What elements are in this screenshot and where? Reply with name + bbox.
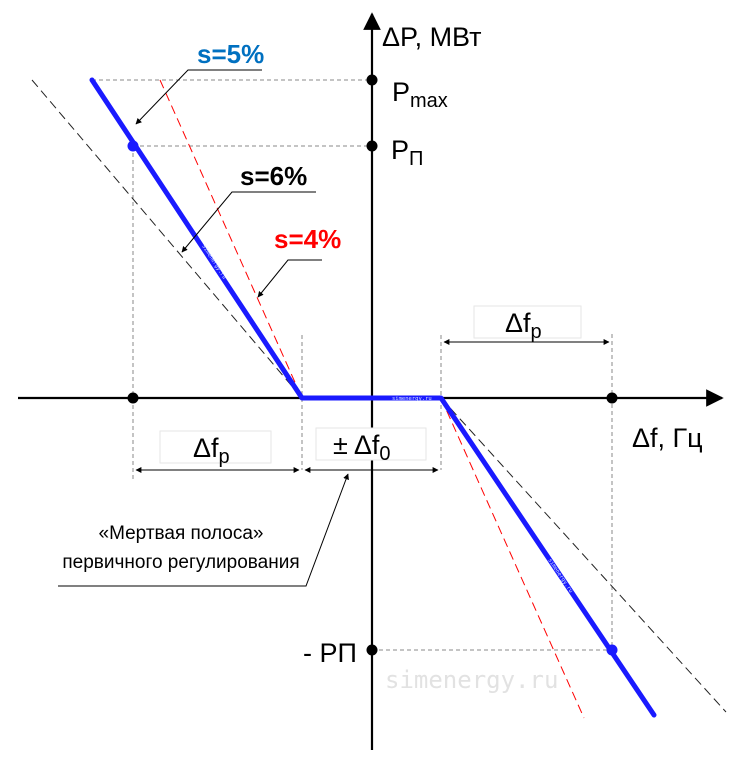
x-axis-label: Δf, Гц xyxy=(632,423,703,453)
s5-label: s=5% xyxy=(197,39,264,69)
watermark: simenergy.ru xyxy=(385,666,558,694)
line-watermark-mid: simenergy.ru xyxy=(392,396,432,402)
s4-droop-lines xyxy=(159,79,585,719)
s6-leader xyxy=(181,191,316,253)
pmax-label: Pmax xyxy=(392,77,448,112)
right-x-point xyxy=(606,392,618,404)
minus-pn-label: - PП xyxy=(303,638,357,668)
guide-lines xyxy=(92,79,613,651)
s6-line-upper xyxy=(31,79,303,399)
s4-line-upper xyxy=(159,79,303,399)
pmax-point xyxy=(366,74,378,86)
s4-line-lower xyxy=(440,397,585,719)
line-watermark-upper: simenergy.ru xyxy=(200,244,227,281)
minus-pn-point xyxy=(366,644,378,656)
df0-frame xyxy=(315,427,427,461)
pn-label: PП xyxy=(391,135,423,170)
pn-point xyxy=(366,140,378,152)
dead-band-caption-line2: первичного регулирования xyxy=(62,552,299,573)
label-frames xyxy=(159,305,582,464)
axis-points xyxy=(127,74,618,656)
dead-band-leader xyxy=(58,473,349,587)
y-axis-label: ΔP, МВт xyxy=(382,22,482,52)
df-r-left-label: Δfр xyxy=(193,433,230,468)
df-r-left-frame xyxy=(159,430,272,464)
df-r-right-frame xyxy=(473,305,582,339)
line-watermark-lower: simenergy.ru xyxy=(546,558,573,594)
s4-leader xyxy=(257,259,322,298)
s6-label: s=6% xyxy=(240,161,307,191)
s6-line-lower xyxy=(440,397,727,713)
s5-leader xyxy=(135,69,262,125)
lower-operating-point xyxy=(606,644,618,656)
s6-droop-lines xyxy=(31,79,727,713)
primary-regulation-characteristic xyxy=(89,77,657,718)
df-r-right-label: Δfр xyxy=(505,308,542,343)
left-x-point xyxy=(127,392,139,404)
df0-label: ± Δf0 xyxy=(333,430,391,465)
leader-lines xyxy=(58,69,349,587)
upper-operating-point xyxy=(127,140,139,152)
dead-band-caption-line1: «Мертвая полоса» xyxy=(99,523,264,544)
interval-arrows xyxy=(135,339,610,473)
s4-label: s=4% xyxy=(274,224,341,254)
